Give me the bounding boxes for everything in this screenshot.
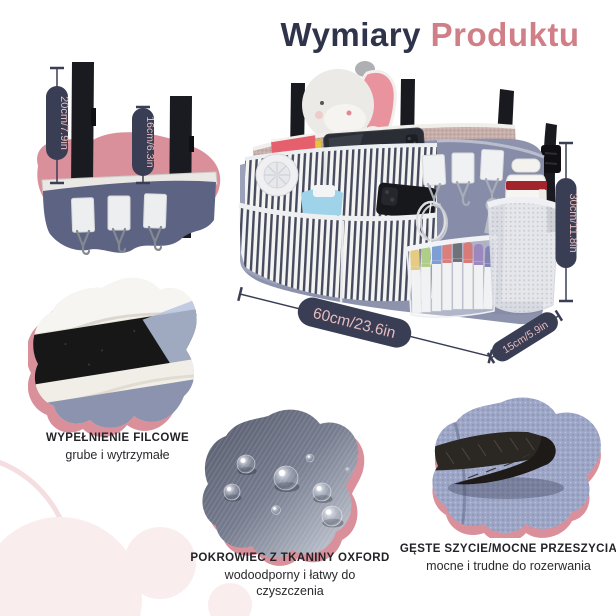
height-value: 30cm/11.8in [567,193,579,252]
metal-hooks [75,225,163,255]
organizer-back-panel [41,171,218,255]
velcro-tabs [70,193,168,233]
feature-photo-waterproof [202,409,365,566]
measure-height: 30cm/11.8in [555,141,579,303]
feature-description: mocne i trudne do rozerwania [426,559,591,573]
page-title: Wymiary Produktu [250,16,610,54]
product-photo: 60cm/23.6in 15cm/5.9in 30cm/11.8in [237,61,579,364]
coiled-cable [415,200,448,270]
feature-photo-felt [28,277,197,437]
mini-fan [255,153,299,197]
decor-circle-small [208,583,252,616]
feature-heading: POKROWIEC Z TKANINY OXFORD [190,552,390,564]
water-droplet-closeup [202,409,359,558]
stitching-closeup [432,397,601,533]
feature-caption-waterproof: POKROWIEC Z TKANINY OXFORD wodoodporny i… [190,552,390,600]
plush-bunny [302,61,397,152]
wipes-pack [301,185,343,217]
front-striped-pocket [238,202,454,304]
water-droplets [223,453,351,528]
title-word-accent: Produktu [430,16,580,53]
phone [376,182,437,220]
feature-description: grube i wytrzymałe [65,448,170,462]
feature-heading: WYPEŁNIENIE FILCOWE [45,432,190,444]
markers [410,241,495,314]
decor-circle-large [0,517,142,616]
feature-description: wodoodporny i łatwy do czyszczenia [224,568,356,599]
measure-strap-short: 16cm/6.3in [132,105,156,185]
strap-long-value: 20cm/7.9in [58,96,70,150]
strap-short-value: 16cm/6.3in [144,116,156,168]
clear-marker-pocket [406,234,498,318]
mesh-side-pocket [486,196,561,313]
measure-strap-long: 20cm/7.9in [46,66,70,185]
decor-circle-medium [124,527,196,599]
title-word-dark: Wymiary [280,16,421,53]
feature-caption-felt: WYPEŁNIENIE FILCOWE grube i wytrzymałe [15,432,220,463]
strap-measurement-photo: 20cm/7.9in 16cm/6.3in [37,62,221,255]
feature-photo-stitching [432,397,601,538]
velcro-tabs-inner [421,149,505,186]
feature-heading: GĘSTE SZYCIE/MOCNE PRZESZYCIA [399,543,616,555]
feature-caption-stitching: GĘSTE SZYCIE/MOCNE PRZESZYCIA mocne i tr… [396,543,616,574]
